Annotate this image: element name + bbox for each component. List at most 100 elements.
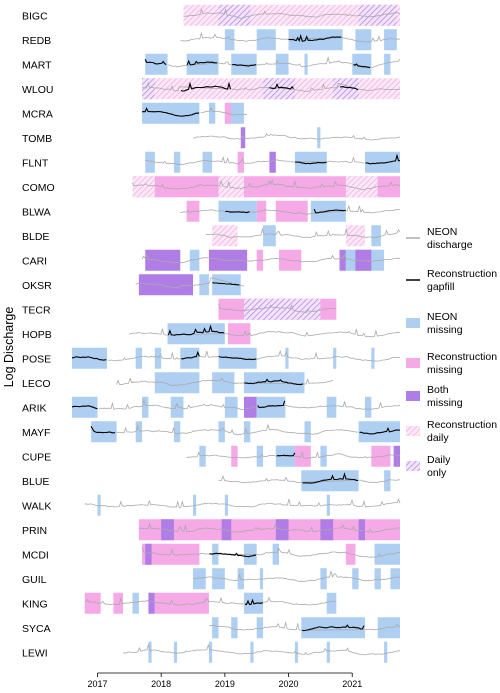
site-row-pose: POSE [22, 347, 401, 369]
site-label: HOPB [22, 329, 52, 341]
band-neon-missing [189, 249, 200, 271]
site-label: BIGC [22, 10, 48, 22]
reconstruction-gapfill-line [212, 282, 240, 286]
band-neon-missing [371, 347, 375, 369]
legend-swatch [406, 426, 420, 436]
band-recon-missing [154, 592, 209, 614]
site-row-como: COMO [22, 176, 401, 198]
band-daily-only [142, 78, 155, 100]
neon-discharge-line [205, 227, 401, 239]
site-label: MAYF [22, 427, 50, 439]
band-both-missing [358, 519, 365, 541]
neon-discharge-line [218, 303, 337, 313]
site-row-mart: MART [22, 53, 401, 75]
band-both-missing [393, 445, 400, 467]
site-row-king: KING [22, 592, 337, 614]
neon-discharge-line [183, 8, 401, 19]
band-recon-missing [228, 323, 251, 345]
site-row-guil: GUIL [22, 568, 401, 590]
band-neon-missing [193, 568, 206, 590]
site-label: ARIK [22, 402, 47, 414]
band-neon-missing [333, 347, 337, 369]
site-label: MCRA [22, 108, 53, 120]
neon-discharge-line [141, 546, 401, 558]
site-label: BLDE [22, 231, 49, 243]
band-recon-missing [294, 445, 311, 467]
band-neon-missing [263, 225, 276, 247]
band-neon-missing [384, 53, 391, 75]
reconstruction-gapfill-line [302, 624, 365, 632]
band-neon-missing [358, 421, 400, 443]
site-row-cari: CARI [22, 249, 401, 271]
band-neon-missing [224, 29, 235, 51]
site-row-arik: ARIK [22, 396, 401, 418]
neon-discharge-line [84, 596, 337, 606]
band-neon-missing [301, 617, 365, 639]
band-recon-missing [231, 445, 238, 467]
band-both-missing [355, 249, 372, 271]
band-both-missing [243, 396, 257, 418]
band-both-missing [240, 127, 246, 149]
band-recon-missing [237, 151, 244, 173]
site-label: BLUE [22, 476, 49, 488]
site-row-tecr: TECR [22, 298, 337, 320]
site-row-leco: LECO [22, 372, 334, 394]
band-neon-missing [218, 421, 225, 443]
band-recon-daily [218, 176, 244, 198]
reconstruction-gapfill-line [295, 153, 400, 165]
band-daily-only [358, 4, 397, 26]
band-recon-missing [256, 200, 267, 222]
neon-discharge-line [116, 423, 358, 436]
site-label: MCDI [22, 549, 49, 561]
band-neon-missing [148, 641, 152, 663]
band-both-missing [145, 249, 181, 271]
site-label: LEWI [22, 647, 48, 659]
site-label: COMO [22, 182, 55, 194]
reconstruction-gapfill-line [288, 33, 342, 43]
band-neon-missing [256, 396, 286, 418]
band-neon-missing [72, 396, 98, 418]
band-neon-missing [231, 617, 238, 639]
band-neon-missing [199, 274, 209, 296]
band-neon-missing [145, 151, 155, 173]
site-row-oksr: OKSR [22, 274, 245, 296]
neon-discharge-line [122, 643, 401, 656]
reconstruction-gapfill-line [276, 452, 296, 457]
band-neon-missing [317, 127, 321, 149]
band-neon-missing [326, 592, 337, 614]
site-row-mcra: MCRA [22, 102, 248, 124]
band-neon-missing [97, 494, 101, 516]
site-row-wlou: WLOU [22, 78, 401, 100]
site-row-blue: BLUE [22, 470, 401, 492]
band-neon-missing [173, 641, 178, 663]
band-neon-missing [243, 421, 251, 443]
band-neon-missing [173, 421, 181, 443]
band-daily-only [218, 4, 251, 26]
neon-discharge-line [141, 81, 401, 92]
site-label: LECO [22, 378, 51, 390]
band-neon-missing [320, 568, 327, 590]
band-neon-missing [256, 445, 264, 467]
band-neon-missing [352, 53, 372, 75]
neon-discharge-line [167, 55, 401, 68]
reconstruction-gapfill-line [302, 472, 358, 484]
band-neon-missing [202, 151, 213, 173]
band-neon-missing [272, 543, 279, 565]
site-label: CARI [22, 255, 47, 267]
band-neon-missing [364, 396, 372, 418]
neon-discharge-line [192, 133, 401, 141]
x-tick-label: 2018 [151, 679, 171, 689]
band-both-missing [145, 543, 152, 565]
site-label: REDB [22, 35, 51, 47]
band-neon-missing [154, 347, 162, 369]
band-neon-missing [256, 29, 276, 51]
reconstruction-gapfill-line [144, 59, 371, 69]
band-neon-missing [132, 592, 139, 614]
site-row-syca: SYCA [22, 617, 401, 639]
site-label: TOMB [22, 133, 52, 145]
